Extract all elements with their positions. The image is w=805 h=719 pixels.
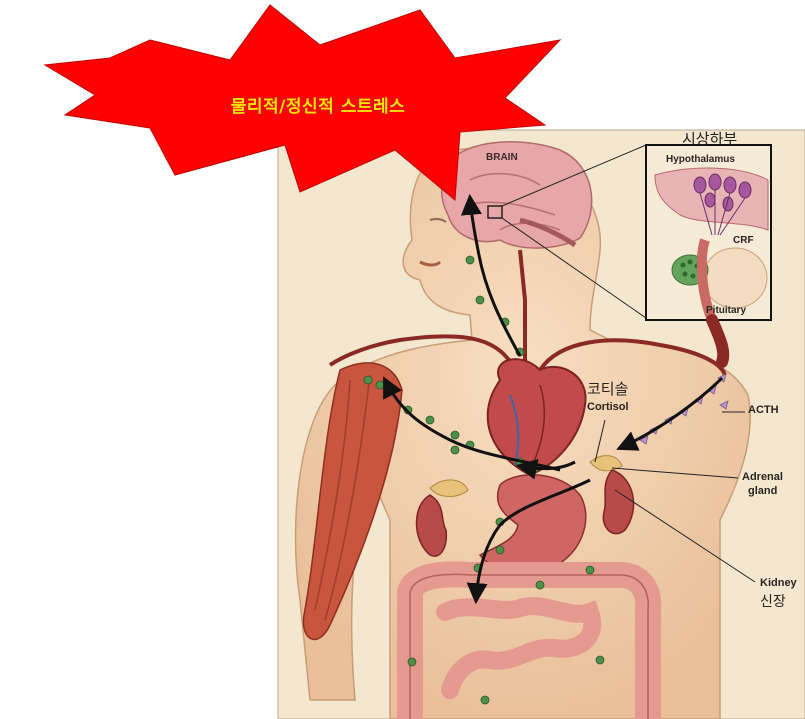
hypothalamus-label: Hypothalamus <box>666 155 735 166</box>
acth-label: ACTH <box>748 405 779 417</box>
adrenal-label-line2: gland <box>748 486 777 498</box>
hypothalamus-inset <box>646 145 771 320</box>
illustration-panel <box>278 130 805 719</box>
crf-label: CRF <box>733 236 754 247</box>
kidney-english-label: Kidney <box>760 578 797 590</box>
pituitary-shape <box>703 248 767 308</box>
brain-label: BRAIN <box>486 153 518 164</box>
cortisol-english-label: Cortisol <box>587 402 629 414</box>
adrenal-label-line1: Adrenal <box>742 472 783 484</box>
cortisol-korean-label: 코티솔 <box>587 382 628 398</box>
pituitary-label: Pituitary <box>706 306 746 317</box>
inset-title: 시상하부 <box>682 132 737 148</box>
kidney-korean-label: 신장 <box>760 594 786 609</box>
stress-burst-text: 물리적/정신적 스트레스 <box>168 92 468 117</box>
